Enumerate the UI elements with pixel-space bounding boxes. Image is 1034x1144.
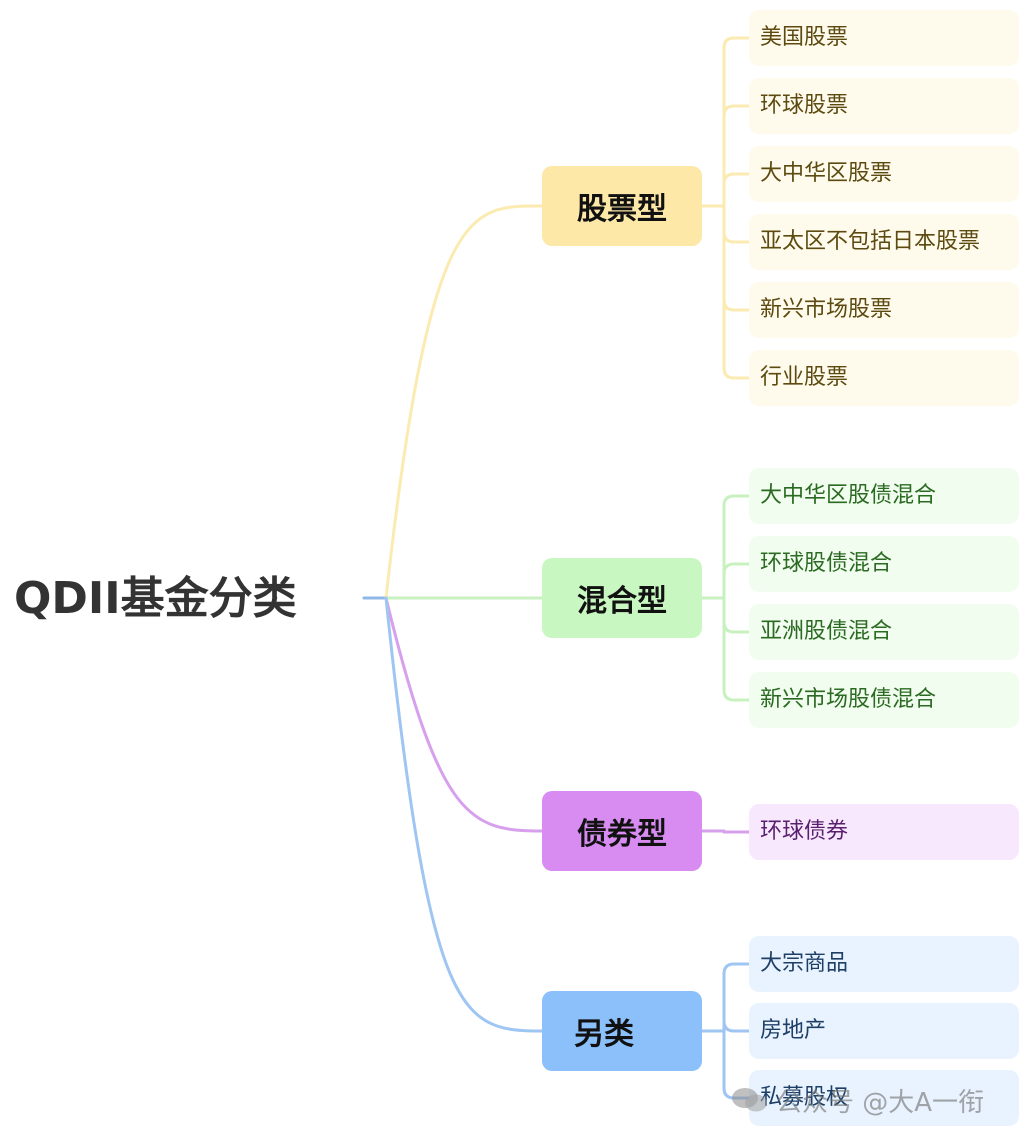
leaf-global-bonds: 环球债券 <box>749 804 1019 860</box>
root-node: QDII基金分类 <box>14 573 297 624</box>
connector-other-leaf-1 <box>722 1019 751 1033</box>
leaf-emerging-market-stocks: 新兴市场股票 <box>749 282 1019 338</box>
connector-mixed-leaf-0 <box>722 494 751 508</box>
connector-stock-leaf-5 <box>722 366 751 380</box>
leaf-global-stocks: 环球股票 <box>749 78 1019 134</box>
connector-stock-leaf-0 <box>722 36 751 50</box>
watermark-text: 公众号 @大A一衔 <box>776 1087 985 1118</box>
leaf-global-mixed: 环球股债混合 <box>749 536 1019 592</box>
branch-node-other: 另类 <box>542 991 702 1071</box>
connector-other-leaf-0 <box>722 962 751 976</box>
leaf-asia-mixed: 亚洲股债混合 <box>749 604 1019 660</box>
connector-stock-leaf-4 <box>722 298 751 312</box>
connector-mixed-leaf-1 <box>722 562 751 576</box>
leaf-private-equity: 私募股权 <box>749 1070 1019 1126</box>
connector-stock-leaf-1 <box>722 104 751 118</box>
connector-stock <box>384 204 544 600</box>
leaf-greater-china-mixed: 大中华区股债混合 <box>749 468 1019 524</box>
wechat-icon <box>732 1088 767 1112</box>
connector-bond <box>384 596 544 833</box>
leaf-commodities: 大宗商品 <box>749 936 1019 992</box>
leaf-greater-china-stocks: 大中华区股票 <box>749 146 1019 202</box>
connector-other <box>384 596 544 1033</box>
branch-node-stock: 股票型 <box>542 166 702 246</box>
connector-stock-leaf-3 <box>722 230 751 244</box>
connector-mixed-leaf-2 <box>722 620 751 634</box>
leaf-asia-pacific-ex-japan-stocks: 亚太区不包括日本股票 <box>749 214 1019 270</box>
leaf-real-estate: 房地产 <box>749 1003 1019 1059</box>
branch-node-bond: 债券型 <box>542 791 702 871</box>
leaf-emerging-market-mixed: 新兴市场股债混合 <box>749 672 1019 728</box>
leaf-us-stocks: 美国股票 <box>749 10 1019 66</box>
connector-stock-leaf-2 <box>722 172 751 186</box>
branch-node-mixed: 混合型 <box>542 558 702 638</box>
leaf-sector-stocks: 行业股票 <box>749 350 1019 406</box>
watermark: 公众号 @大A一衔 <box>730 1082 984 1118</box>
connector-mixed-leaf-3 <box>722 688 751 702</box>
